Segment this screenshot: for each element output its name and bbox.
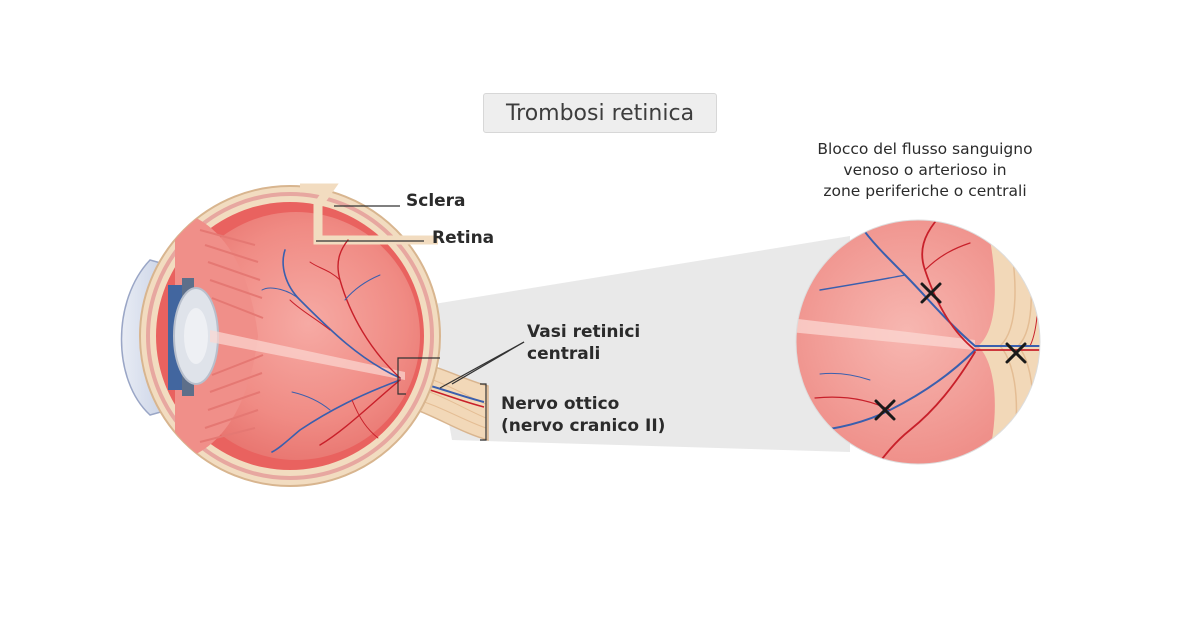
zoom-callout xyxy=(428,236,850,452)
blockage-x-icon xyxy=(920,282,942,304)
blockage-x-icon xyxy=(874,399,896,421)
eyeball xyxy=(120,183,441,487)
blockage-x-icon xyxy=(1005,342,1027,364)
diagram-title: Trombosi retinica xyxy=(483,93,717,133)
label-optic-nerve-line2: (nervo cranico II) xyxy=(501,416,666,436)
label-optic-nerve: Nervo ottico (nervo cranico II) xyxy=(501,393,665,437)
label-optic-nerve-line1: Nervo ottico xyxy=(501,394,620,414)
label-sclera: Sclera xyxy=(406,191,466,211)
leader-lines xyxy=(316,205,525,441)
note-line2: venoso o arterioso in xyxy=(843,161,1007,179)
note-line3: zone periferiche o centrali xyxy=(823,182,1027,200)
label-retina: Retina xyxy=(432,228,495,248)
blockage-note: Blocco del flusso sanguigno venoso o art… xyxy=(790,139,1060,202)
note-line1: Blocco del flusso sanguigno xyxy=(817,140,1033,158)
label-vessels-line2: centrali xyxy=(527,344,601,364)
label-vessels: Vasi retinici centrali xyxy=(527,321,640,365)
label-vessels-line1: Vasi retinici xyxy=(527,322,641,342)
